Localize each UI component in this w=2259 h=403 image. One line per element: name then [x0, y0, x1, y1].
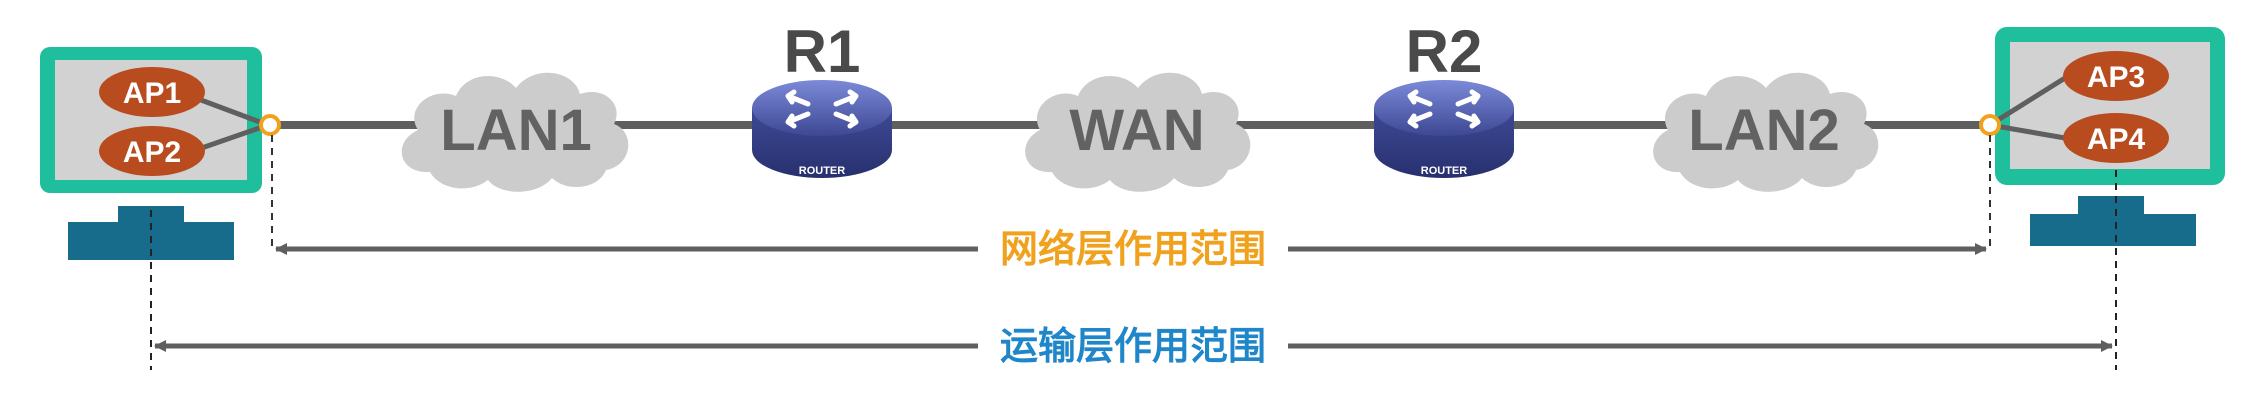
right-host-stand: [2030, 214, 2196, 246]
left-interface-dot: [259, 114, 281, 136]
left-host: AP1 AP2: [40, 47, 281, 260]
router-r2-arrows-icon: [1407, 89, 1481, 129]
transport-layer-scope: 运输层作用范围: [154, 324, 2113, 368]
process-ap3: [2063, 51, 2169, 101]
router-r2-badge: ROUTER: [1421, 165, 1468, 177]
process-ap4-label: AP4: [2087, 123, 2146, 156]
router-r1-badge: ROUTER: [799, 165, 846, 177]
process-ap1: [99, 67, 205, 117]
process-ap2-label: AP2: [123, 136, 181, 169]
cloud-lan2: LAN2: [1653, 72, 1879, 192]
router-r1: R1 ROUTER: [752, 18, 892, 178]
router-r2-name: R2: [1406, 18, 1483, 85]
cloud-lan1-label: LAN1: [440, 98, 591, 163]
router-r1-name: R1: [784, 18, 861, 85]
network-layer-scope-label: 网络层作用范围: [1000, 227, 1266, 271]
transport-layer-scope-label: 运输层作用范围: [1000, 324, 1266, 368]
network-layer-scope: 网络层作用范围: [275, 227, 1987, 271]
process-ap3-label: AP3: [2087, 61, 2145, 94]
cloud-lan2-label: LAN2: [1688, 98, 1839, 163]
right-host: AP3 AP4: [1979, 27, 2225, 246]
router-r2: R2 ROUTER: [1374, 18, 1514, 178]
cloud-wan: WAN: [1025, 72, 1251, 192]
router-r1-arrows-icon: [785, 89, 859, 129]
process-ap4: [2063, 113, 2169, 163]
cloud-lan1: LAN1: [401, 72, 629, 192]
right-interface-dot: [1979, 114, 2001, 136]
process-ap2: [99, 126, 205, 176]
process-ap1-label: AP1: [123, 77, 181, 110]
cloud-wan-label: WAN: [1069, 98, 1204, 163]
